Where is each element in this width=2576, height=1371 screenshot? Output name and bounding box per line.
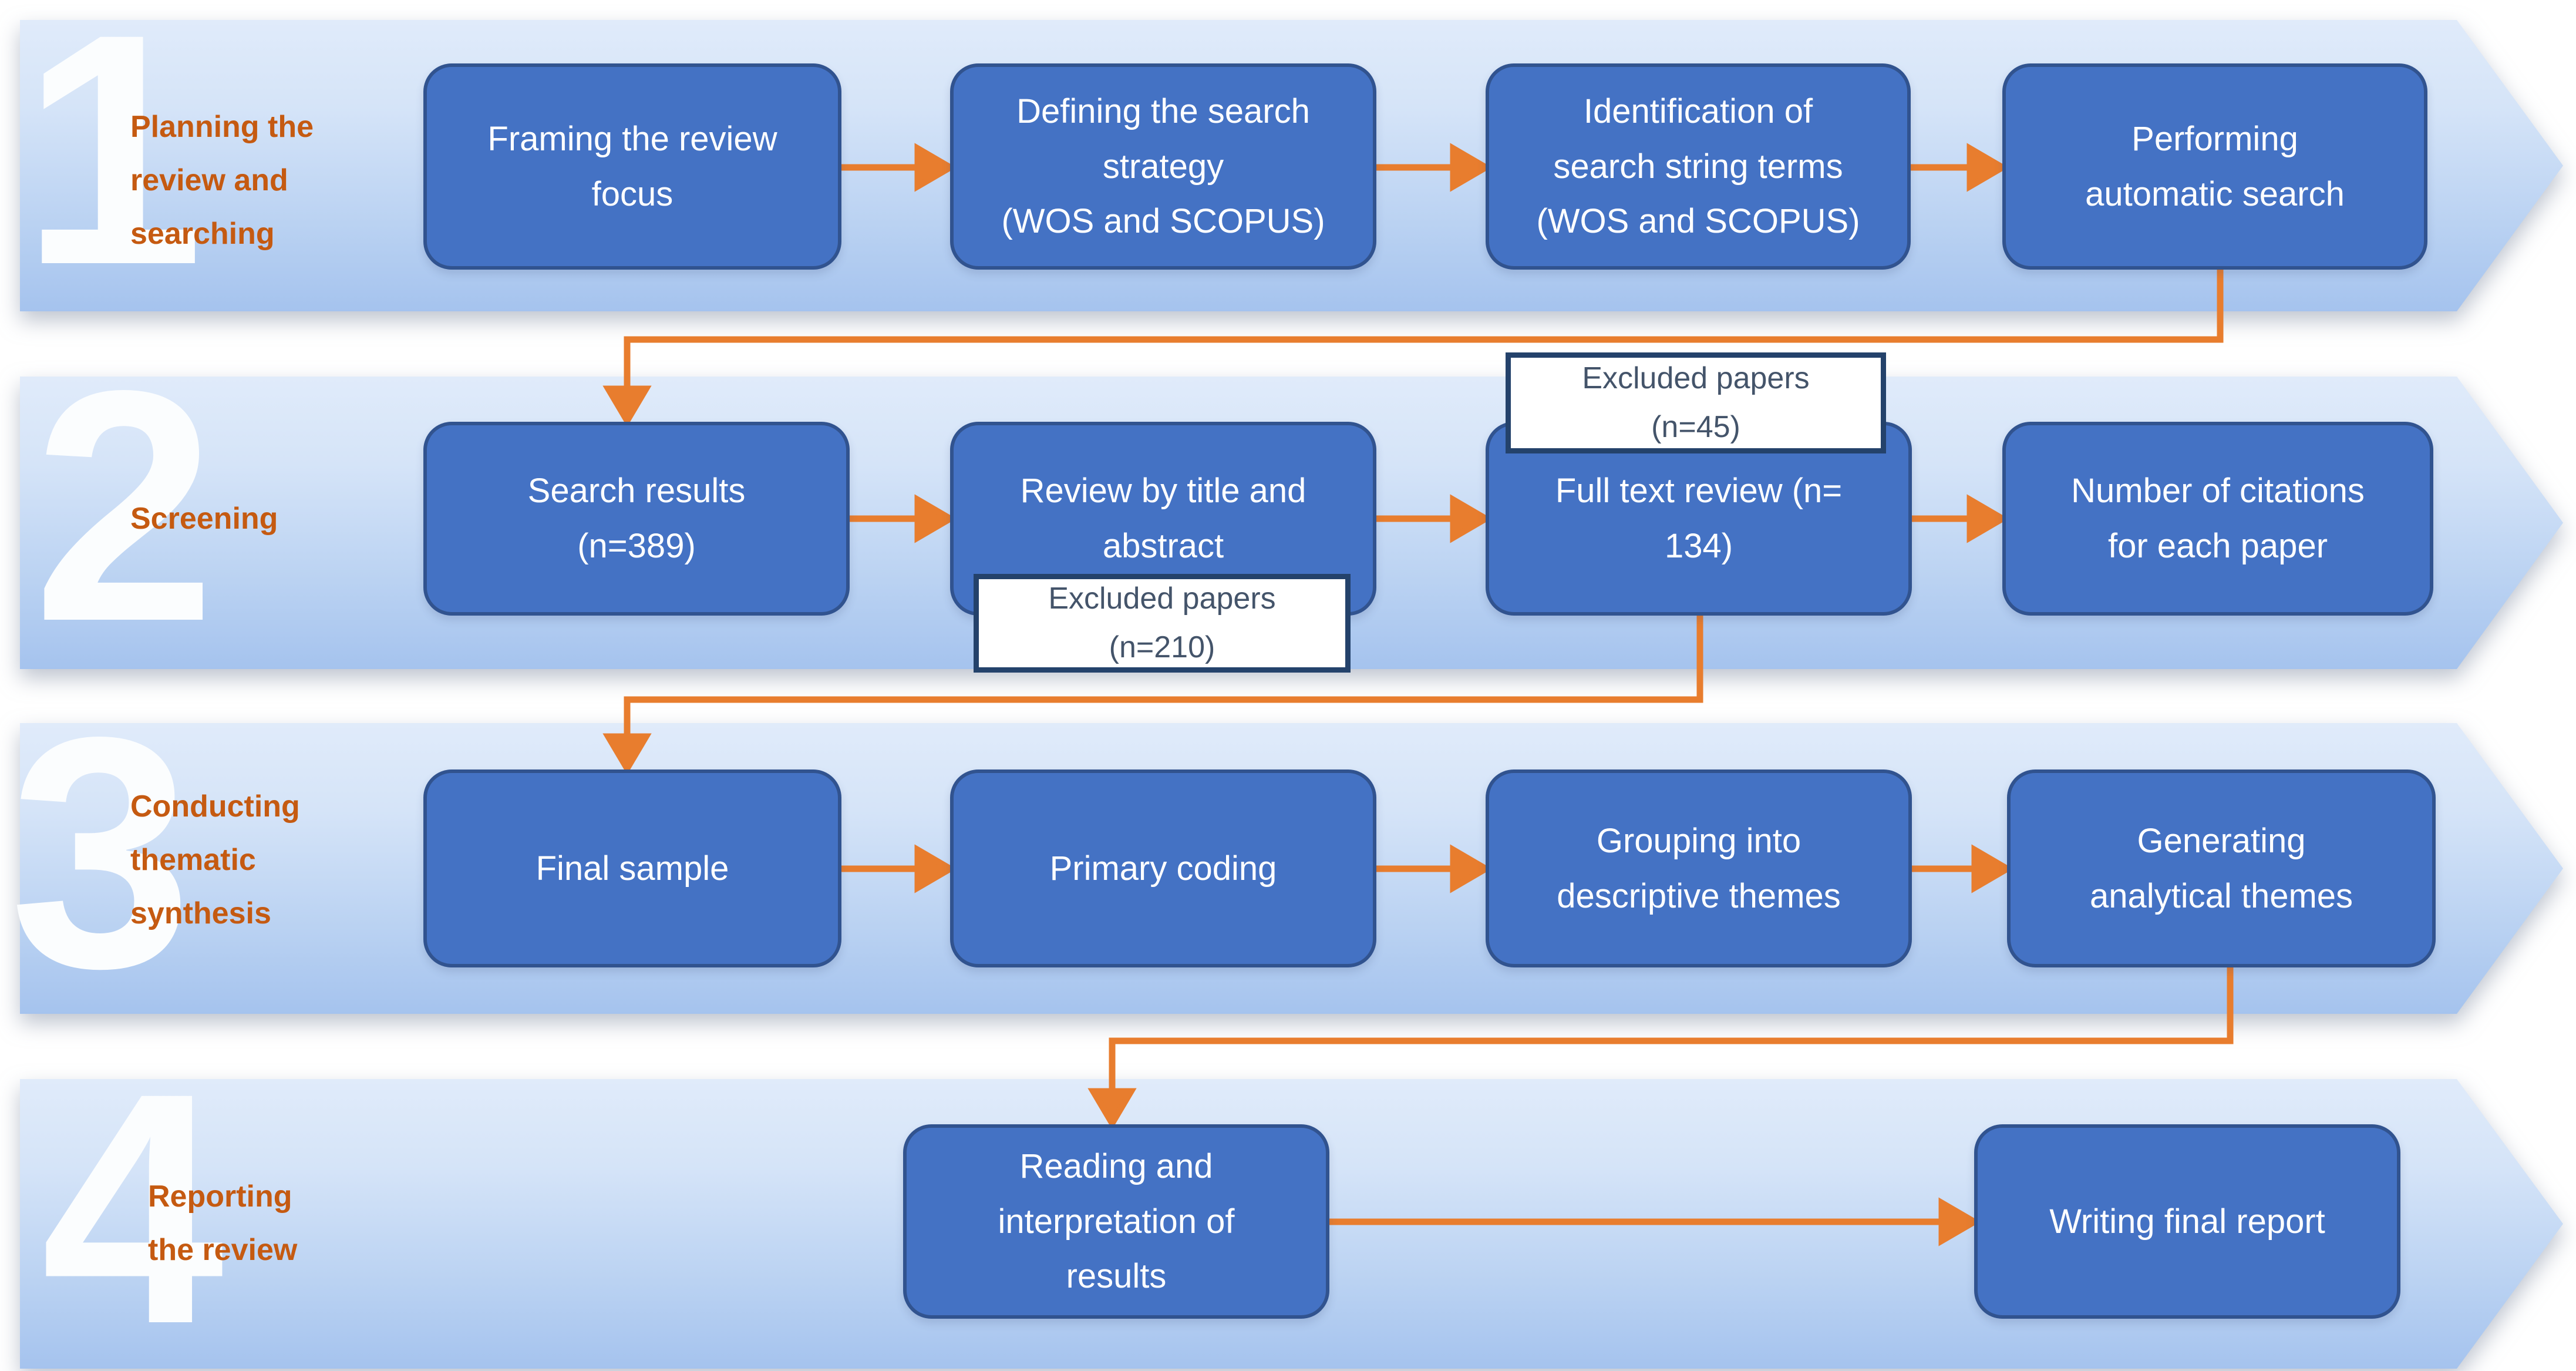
arrow-grouping-to-generating (1912, 844, 2013, 893)
arrow-primarycoding-to-grouping (1376, 844, 1492, 893)
phase-label-2: Screening (130, 502, 278, 536)
callout-excluded-papers-n45: Excluded papers (n=45) (1506, 352, 1886, 453)
arrow-framing-to-defining (841, 143, 957, 192)
phase-label-3: Conducting thematic synthesis (130, 789, 300, 930)
node-defining-search-strategy: Defining the search strategy (WOS and SC… (950, 63, 1376, 270)
connector-fulltext-to-finalsample (602, 616, 1703, 775)
arrow-identification-to-performing (1911, 143, 2009, 192)
node-performing-automatic-search: Performing automatic search (2002, 63, 2427, 270)
arrow-finalsample-to-primarycoding (841, 844, 957, 893)
callout-excluded-papers-n210: Excluded papers (n=210) (974, 574, 1351, 673)
node-grouping-themes: Grouping into descriptive themes (1486, 769, 1912, 967)
arrow-reviewtitle-to-fulltext (1376, 494, 1492, 543)
arrow-defining-to-identification (1376, 143, 1492, 192)
arrow-fulltext-to-citations (1912, 494, 2009, 543)
node-full-text-review: Full text review (n= 134) (1486, 422, 1912, 616)
node-number-of-citations: Number of citations for each paper (2002, 422, 2433, 616)
node-writing-final-report: Writing final report (1974, 1124, 2400, 1319)
phase-number-1: 1 (21, 0, 204, 333)
node-final-sample: Final sample (423, 769, 841, 967)
phase-number-2: 2 (33, 322, 216, 690)
node-generating-themes: Generating analytical themes (2007, 769, 2436, 967)
arrow-reading-to-writing (1329, 1197, 1981, 1246)
connector-performing-to-searchresults (602, 270, 2224, 427)
node-primary-coding: Primary coding (950, 769, 1376, 967)
connector-generating-to-reading (1087, 967, 2234, 1130)
node-framing-review-focus: Framing the review focus (423, 63, 841, 270)
phase-number-3: 3 (9, 668, 193, 1036)
node-identification-search-terms: Identification of search string terms (W… (1486, 63, 1911, 270)
phase-label-1: Planning the review and searching (130, 110, 314, 251)
phase-label-4: Reporting the review (148, 1180, 298, 1267)
node-reading-interpretation: Reading and interpretation of results (903, 1124, 1329, 1319)
phase-number-4: 4 (41, 1024, 224, 1371)
node-search-results: Search results (n=389) (423, 422, 850, 616)
arrow-searchresults-to-reviewtitle (850, 494, 957, 543)
